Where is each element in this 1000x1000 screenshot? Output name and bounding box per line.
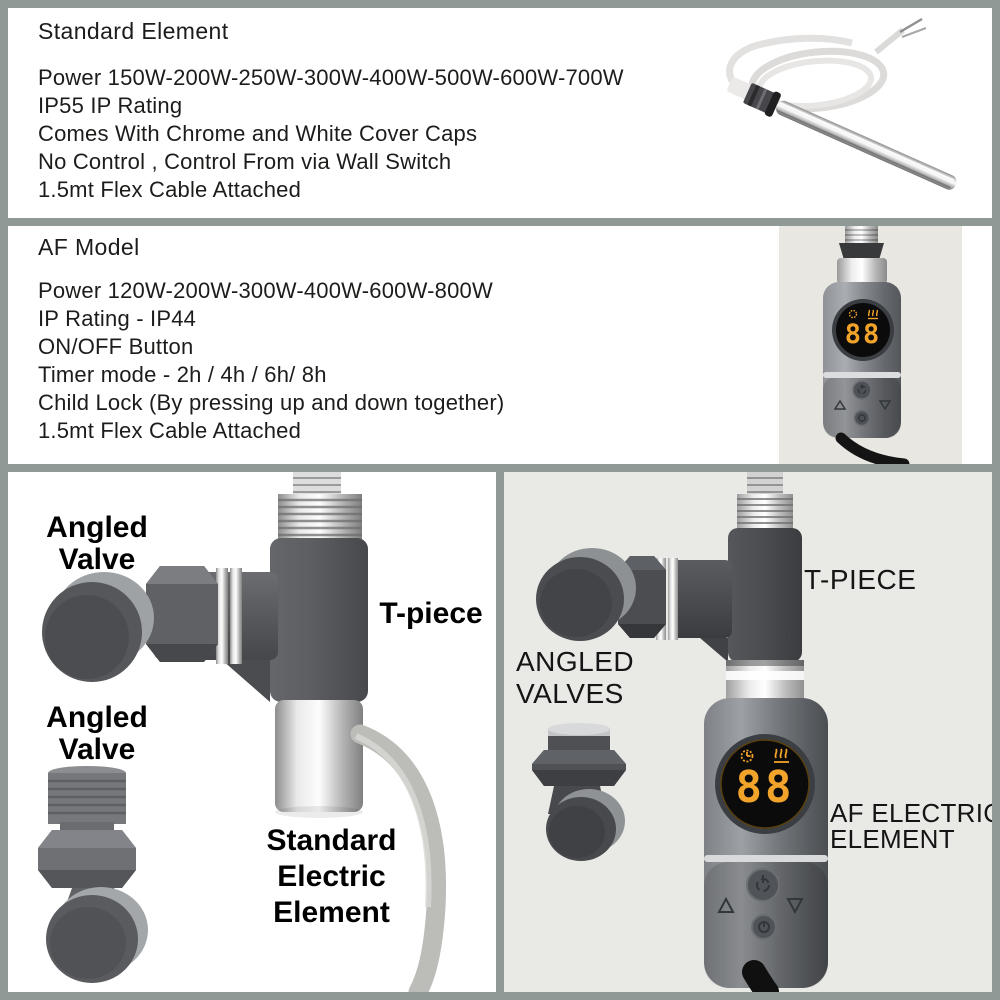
spec-line: Power 120W-200W-300W-400W-600W-800W bbox=[38, 278, 493, 303]
up-button bbox=[717, 896, 735, 913]
af-element-photo: 88 bbox=[779, 226, 962, 464]
chrome-collar bbox=[726, 660, 804, 700]
panel-af-model: AF Model Power 120W-200W-300W-400W-600W-… bbox=[8, 226, 992, 464]
label-standard-electric-element: Standard Electric Element bbox=[266, 824, 397, 929]
spec-line: No Control , Control From via Wall Switc… bbox=[38, 149, 452, 174]
t-piece-body bbox=[672, 472, 802, 662]
angled-valve-standalone bbox=[38, 766, 148, 983]
panel-standard-install: Angled Valve T-piece Angled Valve Standa… bbox=[8, 472, 496, 992]
angled-valve-standalone bbox=[532, 723, 626, 861]
control-buttons bbox=[717, 868, 804, 940]
label-angled-valve-top: Angled Valve bbox=[46, 511, 148, 576]
heating-rod bbox=[727, 77, 957, 190]
spec-line: Child Lock (By pressing up and down toge… bbox=[38, 390, 505, 415]
af-model-specs: Power 120W-200W-300W-400W-600W-800W IP R… bbox=[38, 277, 504, 445]
spec-line: IP55 IP Rating bbox=[38, 93, 183, 118]
spec-line: Timer mode - 2h / 4h / 6h/ 8h bbox=[38, 362, 327, 387]
power-cable bbox=[835, 432, 910, 464]
af-model-title: AF Model bbox=[38, 234, 140, 260]
label-angled-valve-bottom: Angled Valve bbox=[46, 701, 148, 766]
down-button bbox=[786, 898, 804, 915]
power-cable bbox=[742, 960, 779, 992]
display: 88 bbox=[715, 734, 815, 834]
spec-line: ON/OFF Button bbox=[38, 334, 194, 359]
angled-valve-attached bbox=[536, 548, 678, 641]
panel-af-install: 88 bbox=[504, 472, 992, 992]
standard-element-specs: Power 150W-200W-250W-300W-400W-500W-600W… bbox=[38, 64, 624, 204]
display-value: 88 bbox=[845, 319, 882, 350]
control-buttons bbox=[833, 380, 892, 427]
standard-install-illustration bbox=[38, 472, 447, 992]
threaded-top bbox=[837, 226, 887, 284]
timer-icon bbox=[848, 309, 858, 319]
standard-element-title: Standard Element bbox=[38, 18, 229, 44]
spec-line: 1.5mt Flex Cable Attached bbox=[38, 418, 302, 443]
spec-line: Comes With Chrome and White Cover Caps bbox=[38, 121, 478, 146]
display-value: 88 bbox=[736, 762, 795, 813]
standard-electric-element-body bbox=[275, 700, 363, 818]
label-af-electric-element: AF ELECTRIC ELEMENT bbox=[830, 798, 992, 854]
standard-element-photo bbox=[726, 17, 957, 190]
spec-line: IP Rating - IP44 bbox=[38, 306, 197, 331]
label-t-piece: T-piece bbox=[379, 597, 483, 630]
display: 88 bbox=[832, 299, 894, 361]
panel-standard-element: Standard Element Power 150W-200W-250W-30… bbox=[8, 8, 992, 218]
spec-line: 1.5mt Flex Cable Attached bbox=[38, 177, 302, 202]
label-angled-valves: ANGLED VALVES bbox=[516, 646, 635, 709]
label-t-piece: T-PIECE bbox=[804, 564, 917, 595]
angled-valve-attached bbox=[42, 566, 242, 682]
spec-line: Power 150W-200W-250W-300W-400W-500W-600W… bbox=[38, 65, 624, 90]
threaded-top bbox=[278, 494, 362, 540]
timer-icon bbox=[740, 749, 754, 763]
af-install-illustration: 88 bbox=[532, 472, 828, 992]
heat-icon bbox=[867, 309, 879, 317]
flex-cable bbox=[350, 724, 447, 992]
heat-icon bbox=[774, 748, 788, 759]
